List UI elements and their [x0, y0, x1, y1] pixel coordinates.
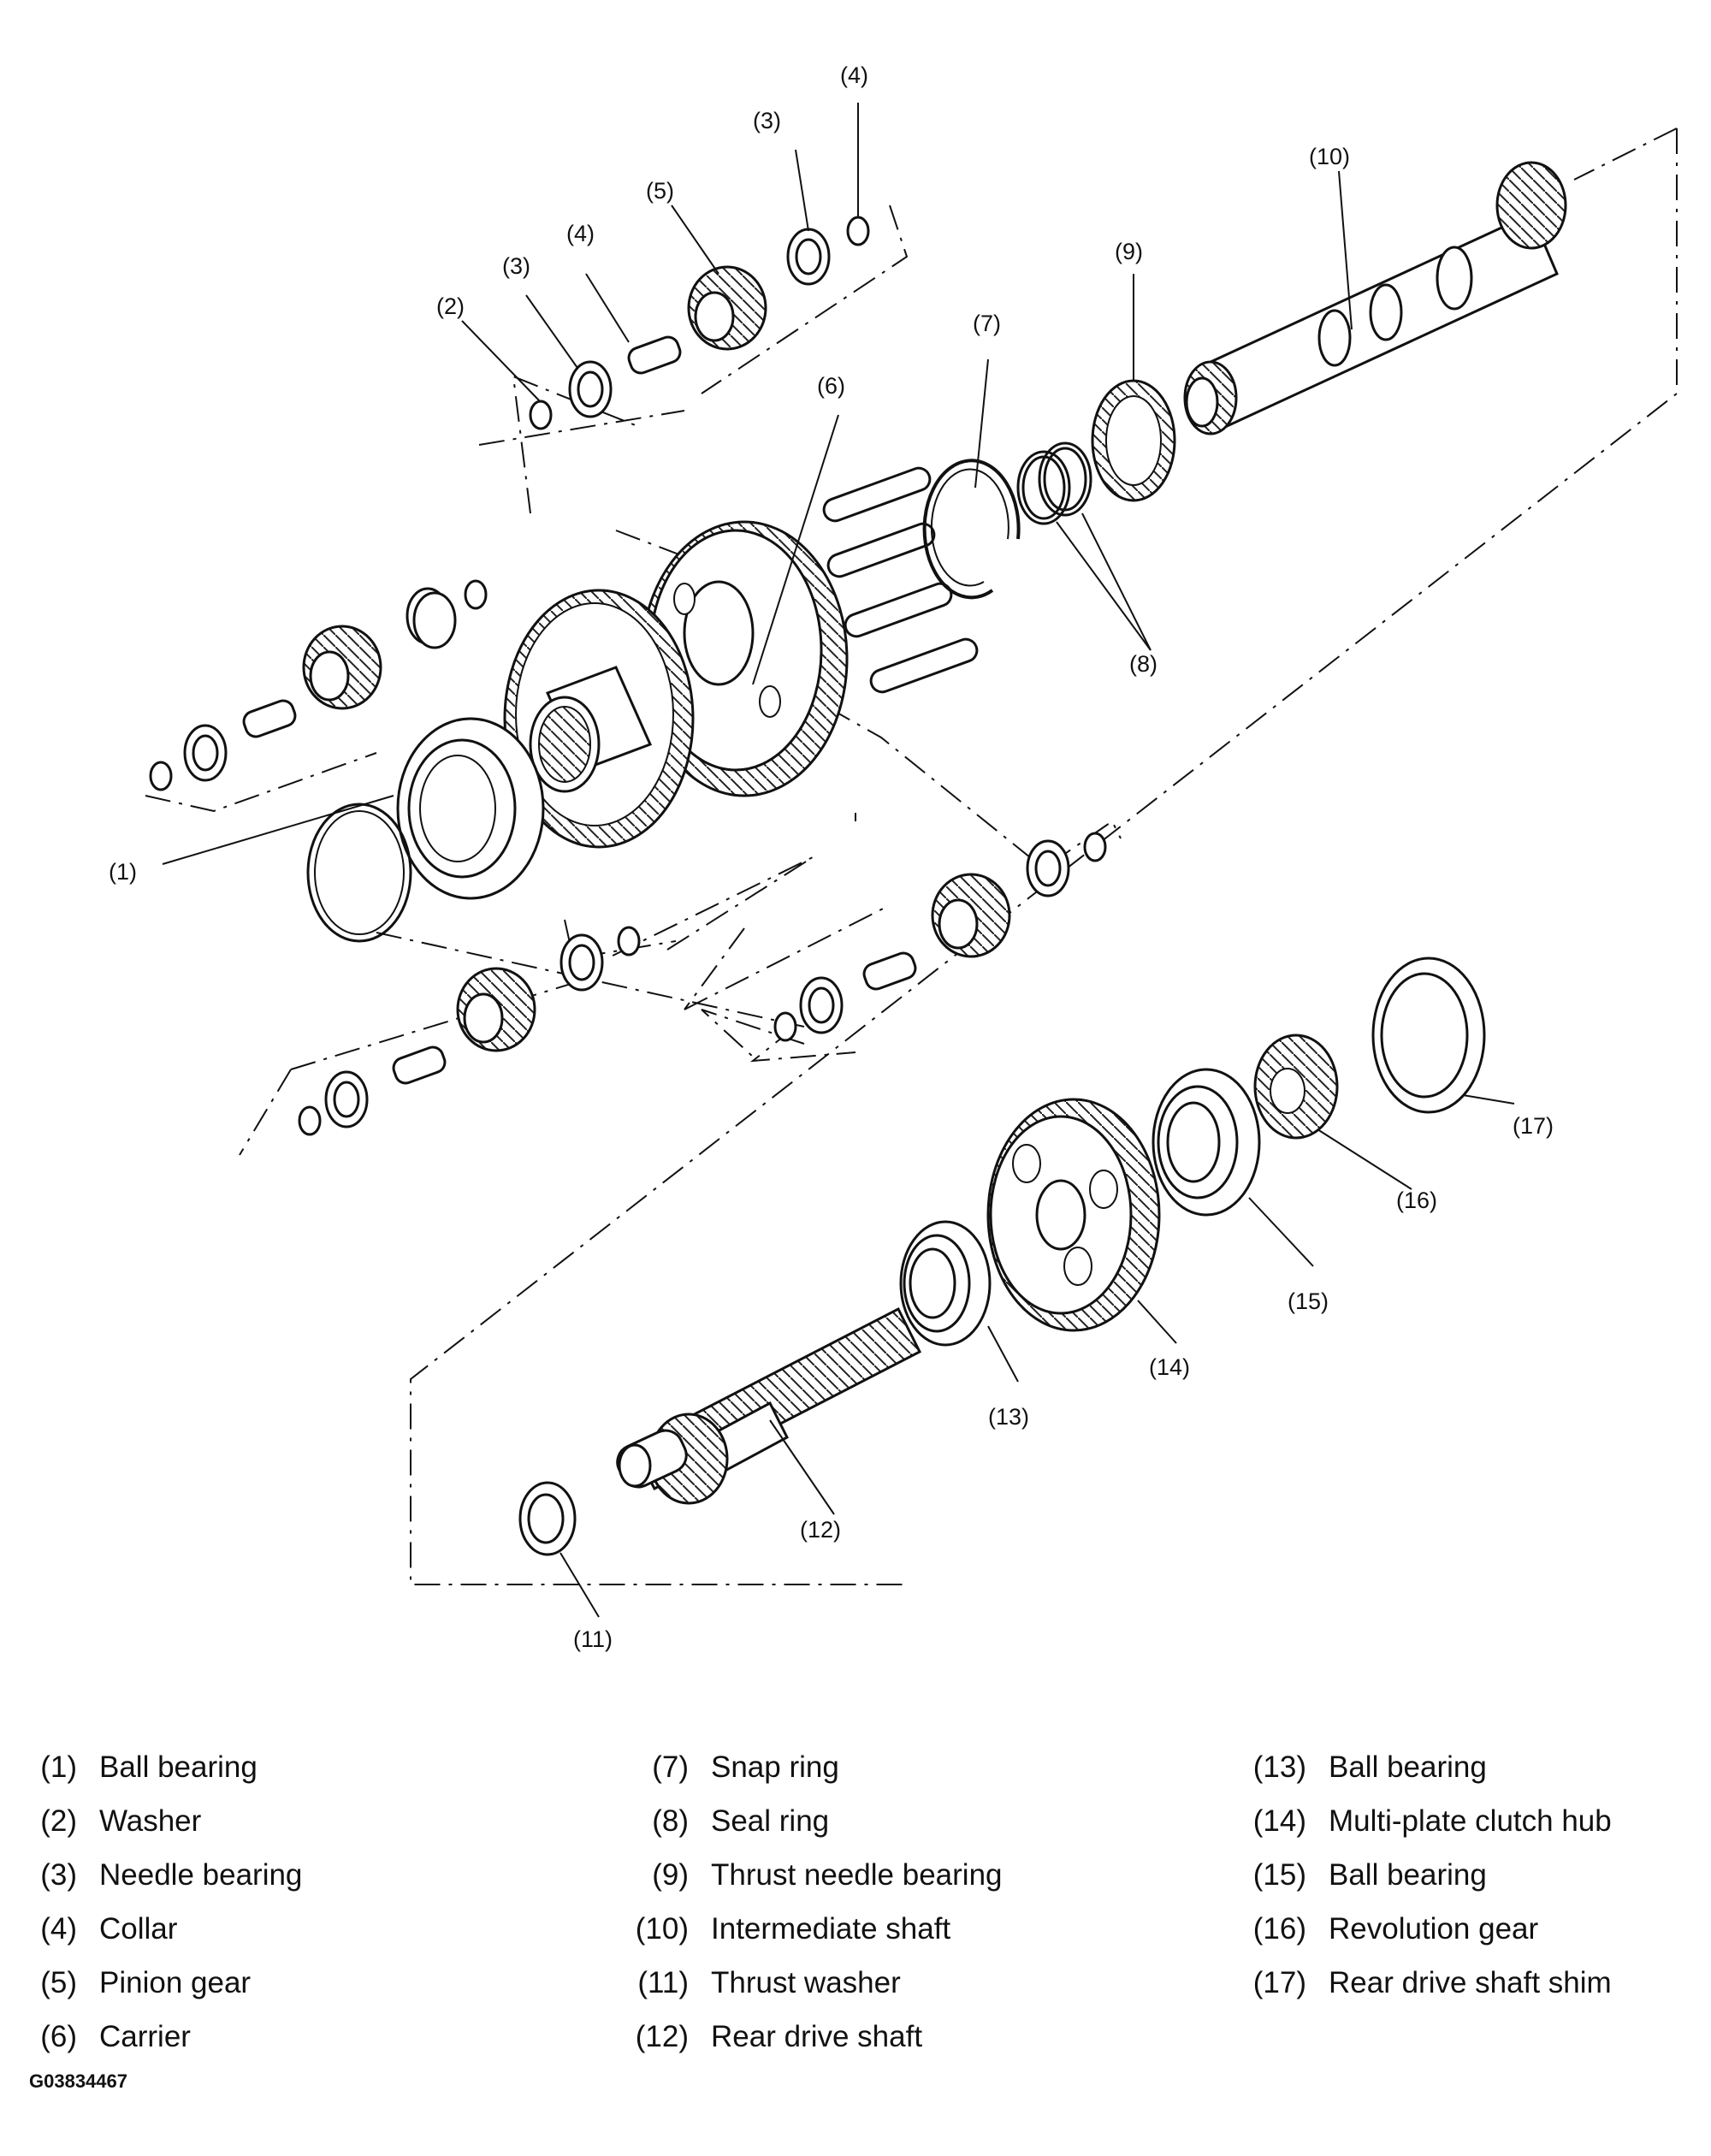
legend-item-10: (10) Intermediate shaft: [612, 1902, 1091, 1956]
legend-label: Rear drive shaft: [711, 2020, 923, 2053]
exploded-parts-diagram: (1) (2) (3) (4) (5) (3) (4) (6) (7) (8) …: [109, 62, 1678, 1652]
legend-item-7: (7) Snap ring: [612, 1740, 1091, 1794]
legend-item-16: (16) Revolution gear: [1229, 1902, 1708, 1956]
callout-3a: (3): [502, 253, 530, 279]
legend-label: Ball bearing: [1329, 1858, 1487, 1892]
callout-4b: (3): [753, 108, 781, 133]
legend-number: (8): [652, 1804, 689, 1838]
legend-label: Collar: [99, 1912, 178, 1946]
legend-label: Needle bearing: [99, 1858, 303, 1892]
callout-6: (6): [817, 373, 845, 399]
legend-label: Multi-plate clutch hub: [1329, 1804, 1612, 1838]
legend-number: (16): [1252, 1912, 1306, 1946]
ball-bearing-13: [899, 1220, 992, 1347]
legend-label: Ball bearing: [99, 1750, 258, 1784]
legend-column-2: (7) Snap ring (8) Seal ring (9) Thrust need…: [612, 1740, 1091, 2064]
legend-number: (9): [652, 1858, 689, 1892]
seal-rings: [1016, 441, 1092, 525]
callout-16: (16): [1396, 1188, 1437, 1213]
legend-item-14: (14) Multi-plate clutch hub: [1229, 1794, 1708, 1848]
legend-item-1: (1) Ball bearing: [0, 1740, 479, 1794]
legend-number: (12): [635, 2020, 689, 2053]
legend-label: Seal ring: [711, 1804, 830, 1838]
legend-number: (6): [40, 2020, 77, 2053]
legend-label: Pinion gear: [99, 1966, 252, 1999]
callout-1: (1): [109, 859, 137, 885]
legend-item-4: (4) Collar: [0, 1902, 479, 1956]
callout-9: (9): [1115, 239, 1143, 264]
leader-lines: [162, 103, 1515, 1618]
legend-item-3: (3) Needle bearing: [0, 1848, 479, 1902]
legend-label: Intermediate shaft: [711, 1912, 951, 1946]
legend-label: Thrust washer: [711, 1966, 901, 1999]
legend-column-1: (1) Ball bearing (2) Washer (3) Needle bear…: [0, 1740, 479, 2064]
callout-12: (12): [800, 1517, 841, 1543]
callout-17: (17): [1513, 1113, 1554, 1139]
callout-8: (8): [1129, 651, 1157, 677]
ball-bearing-1: [396, 717, 545, 900]
callout-labels: (1) (2) (3) (4) (5) (3) (4) (6) (7) (8) …: [109, 62, 1554, 1652]
legend-item-6: (6) Carrier: [0, 2010, 479, 2064]
rear-drive-shaft-shim: [1371, 957, 1486, 1114]
pinion-set-middle-left: [412, 591, 457, 649]
ring: [306, 803, 412, 943]
guide-lines: [145, 127, 1678, 1585]
intermediate-shaft: [1183, 161, 1567, 435]
callout-14: (14): [1149, 1354, 1190, 1380]
revolution-gear: [1253, 1034, 1339, 1140]
callout-4a: (4): [566, 221, 595, 246]
legend-number: (2): [40, 1804, 77, 1838]
snap-ring: [922, 459, 1021, 600]
legend-number: (3): [40, 1858, 77, 1892]
legend-number: (13): [1252, 1750, 1306, 1784]
legend-label: Rear drive shaft shim: [1329, 1966, 1612, 1999]
callout-10: (10): [1309, 144, 1350, 169]
legend-item-12: (12) Rear drive shaft: [612, 2010, 1091, 2064]
legend-item-15: (15) Ball bearing: [1229, 1848, 1708, 1902]
callout-5: (5): [646, 178, 674, 204]
legend-label: Ball bearing: [1329, 1750, 1487, 1784]
legend-item-2: (2) Washer: [0, 1794, 479, 1848]
legend-number: (11): [637, 1966, 689, 1999]
legend-number: (15): [1252, 1858, 1306, 1892]
callout-11: (11): [573, 1626, 613, 1652]
legend-item-13: (13) Ball bearing: [1229, 1740, 1708, 1794]
legend-number: (14): [1252, 1804, 1306, 1838]
legend-number: (4): [40, 1912, 77, 1946]
legend-item-17: (17) Rear drive shaft shim: [1229, 1956, 1708, 2010]
legend-label: Carrier: [99, 2020, 191, 2053]
legend-label: Snap ring: [711, 1750, 839, 1784]
legend-number: (17): [1252, 1966, 1306, 1999]
legend-item-8: (8) Seal ring: [612, 1794, 1091, 1848]
legend-number: (5): [40, 1966, 77, 1999]
legend-item-11: (11) Thrust washer: [612, 1956, 1091, 2010]
legend-number: (10): [635, 1912, 689, 1946]
thrust-washer: [518, 1481, 577, 1556]
carrier-pins: [822, 466, 979, 694]
pinion-set-top: [529, 216, 870, 430]
ring-gear: [503, 589, 695, 849]
legend-label: Revolution gear: [1329, 1912, 1539, 1946]
legend-item-5: (5) Pinion gear: [0, 1956, 479, 2010]
callout-15: (15): [1288, 1288, 1329, 1314]
pinion-set-bottom-right: [773, 832, 1107, 1042]
legend-item-9: (9) Thrust needle bearing: [612, 1848, 1091, 1902]
callout-2: (2): [436, 293, 465, 319]
thrust-needle-bearing: [1091, 379, 1176, 502]
legend-column-3: (13) Ball bearing (14) Multi-plate clutch …: [1229, 1740, 1708, 2010]
pinion-set-bottom-left: [298, 926, 641, 1136]
legend-label: Thrust needle bearing: [711, 1858, 1003, 1892]
callout-3b: (4): [840, 62, 868, 88]
legend-label: Washer: [99, 1804, 202, 1838]
figure-code: G03834467: [29, 2070, 127, 2092]
callout-13: (13): [988, 1404, 1029, 1430]
multi-plate-clutch-hub: [986, 1098, 1161, 1332]
legend-number: (7): [652, 1750, 689, 1784]
rear-drive-shaft: [616, 1306, 922, 1505]
ball-bearing-15: [1152, 1068, 1261, 1217]
legend-number: (1): [40, 1750, 77, 1784]
callout-7: (7): [973, 311, 1001, 336]
